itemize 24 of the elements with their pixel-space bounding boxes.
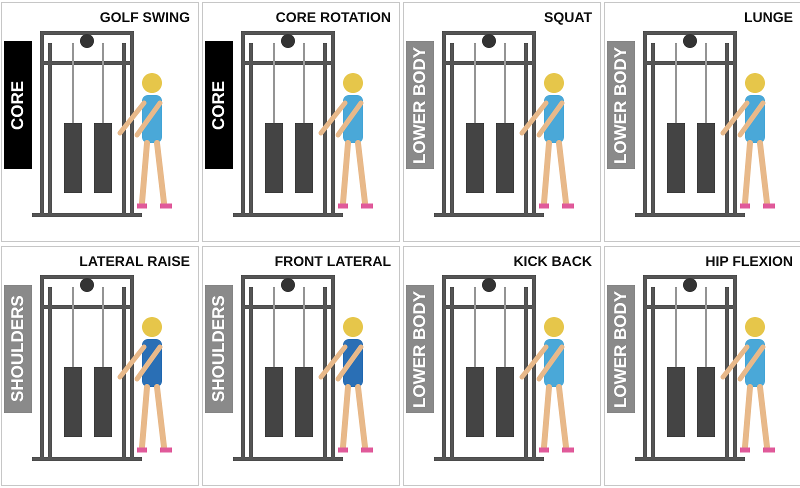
exercise-title: KICK BACK bbox=[513, 253, 592, 269]
exercise-title: SQUAT bbox=[544, 9, 592, 25]
exercise-title: FRONT LATERAL bbox=[274, 253, 391, 269]
category-label: LOWER BODY bbox=[406, 41, 434, 169]
exercise-title: LATERAL RAISE bbox=[79, 253, 190, 269]
exercise-panel bbox=[1, 246, 199, 486]
exercise-title: HIP FLEXION bbox=[705, 253, 793, 269]
exercise-panel bbox=[604, 2, 800, 242]
exercise-panel bbox=[403, 246, 601, 486]
category-label: LOWER BODY bbox=[607, 41, 635, 169]
exercise-panel bbox=[1, 2, 199, 242]
exercise-panel bbox=[202, 246, 400, 486]
exercise-panel bbox=[604, 246, 800, 486]
category-label: LOWER BODY bbox=[406, 285, 434, 413]
exercise-title: GOLF SWING bbox=[100, 9, 190, 25]
category-label: CORE bbox=[4, 41, 32, 169]
exercise-panel bbox=[202, 2, 400, 242]
category-label: LOWER BODY bbox=[607, 285, 635, 413]
exercise-panel bbox=[403, 2, 601, 242]
exercise-title: LUNGE bbox=[744, 9, 793, 25]
exercise-title: CORE ROTATION bbox=[276, 9, 391, 25]
category-label: SHOULDERS bbox=[205, 285, 233, 413]
category-label: SHOULDERS bbox=[4, 285, 32, 413]
category-label: CORE bbox=[205, 41, 233, 169]
